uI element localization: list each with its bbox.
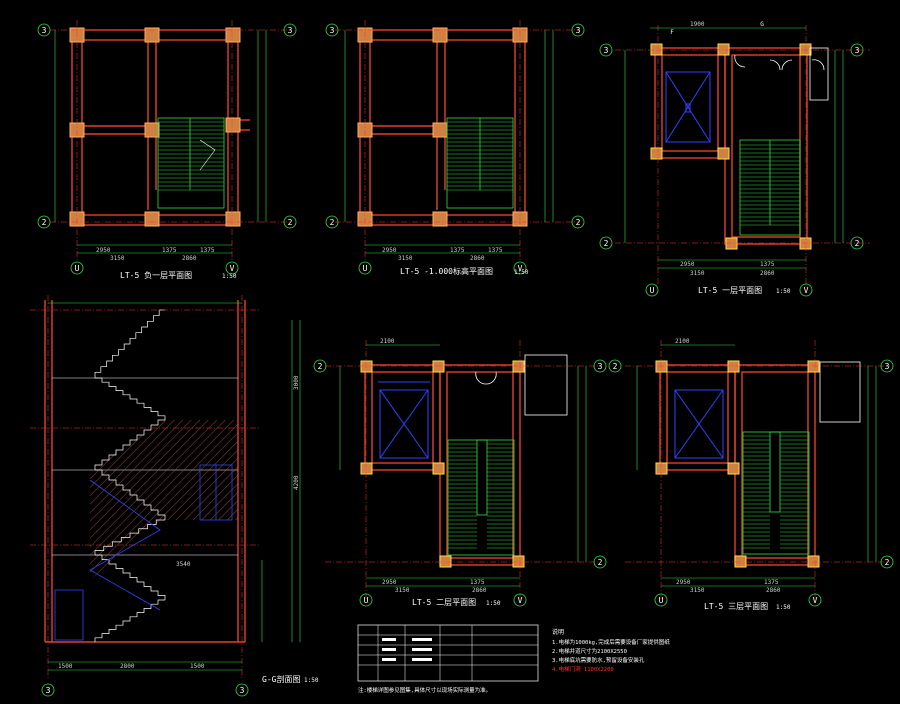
dim-text: 2950 [382,247,397,254]
drawing-scale: 1:50 [514,269,529,276]
door-window-schedule [357,624,539,682]
dim-text: 2100 [675,338,690,345]
axis-label: U [659,596,664,605]
section-stair-flight [95,554,166,600]
dim-text: 1375 [470,579,485,586]
axis-label: 3 [42,26,47,35]
axis-label: 3 [576,26,581,35]
notes-title: 说明 [552,628,564,636]
dim-text: 2860 [472,587,487,594]
axis-label: 3 [288,26,293,35]
dim-text: 2860 [182,255,197,262]
axis-label: 2 [288,218,293,227]
axis-label: 2 [855,239,860,248]
axis-label: 3 [598,362,603,371]
axis-label: U [364,596,369,605]
drawing-title: LT-5 二层平面图 [412,598,476,607]
note-line: 3.电梯底坑需要防水,预留设备安装孔 [552,656,645,664]
drawing-scale: 1:50 [222,273,237,280]
dim-text: 1375 [760,261,775,268]
dim-text: 3150 [690,587,705,594]
axis-label: U [75,264,80,273]
axis-label: 3 [604,46,609,55]
dim-text: 1500 [58,663,73,670]
plan-first-floor: 2950 1375 3150 2860 1900 3 2 U V 3 2 G F… [599,21,870,297]
axis-label: 2 [42,218,47,227]
dim-text: 1375 [200,247,215,254]
dim-text: 2860 [766,587,781,594]
dim-text: 1375 [162,247,177,254]
axis-label: V [518,264,523,273]
drawing-title: LT-5 负一层平面图 [120,270,192,280]
axis-label: F [670,29,674,36]
dim-text: 3150 [690,270,705,277]
plan-basement: 2950 1375 1375 3150 2860 3 2 U V 3 2 LT-… [37,20,297,280]
section-stair-flight [95,469,166,520]
section-stair-flight [94,599,165,642]
plan-second-floor: 2950 1375 3150 2860 2100 2 3 2 U V LT-5 … [313,338,607,607]
drawing-title: G-G剖面图 [262,674,300,684]
dim-text: 2800 [120,663,135,670]
axis-label: U [363,264,368,273]
dim-text: 1375 [450,247,465,254]
axis-label: V [804,286,809,295]
dim-text: 2100 [380,338,395,345]
section-stair-flight [94,519,165,555]
axis-label: 3 [240,686,245,695]
axis-label: 2 [330,218,335,227]
dim-text: 3150 [110,255,125,262]
dim-text: 2950 [676,579,691,586]
drawing-scale: 1:50 [776,288,791,295]
section-g-g: 1500 2800 1500 3540 3000 4200 3 3 G-G剖面图… [30,295,319,697]
drawing-title: LT-5 三层平面图 [704,602,768,611]
axis-label: 3 [330,26,335,35]
note-line: 2.电梯井道尺寸为2100X2550 [552,647,627,655]
axis-label: V [518,596,523,605]
axis-label: 2 [885,558,890,567]
dim-text: 3000 [293,375,300,390]
dim-text: 1375 [488,247,503,254]
note-line: 4.电梯门洞 1100X2200 [552,665,614,673]
dim-text: 2950 [680,261,695,268]
axis-label: G [760,21,764,28]
axis-label: U [650,286,655,295]
axis-label: 2 [604,239,609,248]
bottom-note: 注:楼梯详图参见图集,具体尺寸以现场实际测量为准。 [358,686,491,694]
axis-label: 3 [46,686,51,695]
axis-label: V [813,596,818,605]
dim-text: 1500 [190,663,205,670]
section-stair-flight [94,309,165,378]
dim-text: 3150 [395,587,410,594]
axis-label: 2 [598,558,603,567]
dim-text: 3150 [398,255,413,262]
drawing-title: LT-5 一层平面图 [698,286,762,295]
drawing-scale: 1:50 [304,677,319,684]
note-line: 1.电梯为1000kg,完成后需要设备厂家提供图纸 [552,638,670,646]
dim-text: 4200 [293,475,300,490]
general-notes: 说明 1.电梯为1000kg,完成后需要设备厂家提供图纸 2.电梯井道尺寸为21… [552,628,670,673]
drawing-scale: 1:50 [486,600,501,607]
axis-label: V [230,264,235,273]
dim-text: 2950 [382,579,397,586]
section-stair-flight [95,377,166,420]
plan-third-floor: 2950 1375 3150 2860 2100 2 3 2 U V LT-5 … [608,338,894,611]
axis-label: 2 [318,362,323,371]
dim-text: 1900 [690,21,705,28]
dim-text: 3540 [176,561,191,568]
dim-text: 2860 [470,255,485,262]
axis-label: 2 [613,362,618,371]
drawing-title: LT-5 -1.000标高平面图 [400,266,493,276]
axis-label: 2 [576,218,581,227]
dim-text: 1375 [764,579,779,586]
drawing-scale: 1:50 [776,604,791,611]
dim-text: 2860 [760,270,775,277]
section-stair-flight [94,419,165,470]
plan-minus-1000: 2950 1375 1375 3150 2860 3 2 U V 3 2 LT-… [325,20,585,276]
axis-label: 3 [855,46,860,55]
dim-text: 2950 [96,247,111,254]
axis-label: 3 [885,362,890,371]
